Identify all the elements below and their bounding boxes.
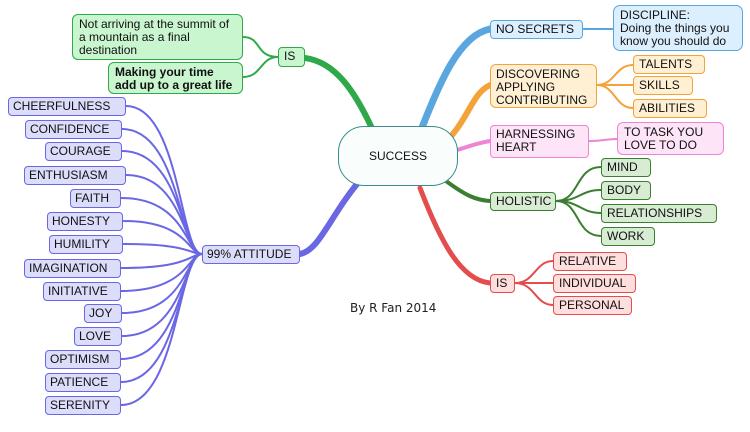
node-initiative[interactable]: INITIATIVE xyxy=(43,282,121,301)
node-faith[interactable]: FAITH xyxy=(70,189,121,208)
node-relative[interactable]: RELATIVE xyxy=(553,252,627,271)
node-body[interactable]: BODY xyxy=(601,181,651,200)
node-discipline[interactable]: DISCIPLINE: Doing the things you know yo… xyxy=(613,5,743,51)
node-imagination[interactable]: IMAGINATION xyxy=(24,259,121,278)
node-to-task-you-love-to-do[interactable]: TO TASK YOU LOVE TO DO xyxy=(617,122,724,155)
central-topic-success[interactable]: SUCCESS xyxy=(338,126,458,186)
node-enthusiasm[interactable]: ENTHUSIASM xyxy=(24,166,126,185)
branch-99-attitude[interactable]: 99% ATTITUDE xyxy=(202,245,300,264)
branch-no-secrets[interactable]: NO SECRETS xyxy=(490,20,583,39)
branch-holistic[interactable]: HOLISTIC xyxy=(490,192,556,211)
node-personal[interactable]: PERSONAL xyxy=(553,296,632,315)
node-individual[interactable]: INDIVIDUAL xyxy=(553,274,636,293)
node-mind[interactable]: MIND xyxy=(601,158,651,177)
node-work[interactable]: WORK xyxy=(601,227,655,246)
branch-discovering-applying-contributing[interactable]: DISCOVERING APPLYING CONTRIBUTING xyxy=(490,64,597,108)
node-skills[interactable]: SKILLS xyxy=(633,76,693,95)
node-not-arriving-at-summit[interactable]: Not arriving at the summit of a mountain… xyxy=(72,14,243,60)
branch-is-right[interactable]: IS xyxy=(490,274,515,293)
node-cheerfulness[interactable]: CHEERFULNESS xyxy=(8,97,126,116)
node-humility[interactable]: HUMILITY xyxy=(49,235,123,254)
author-credit: By R Fan 2014 xyxy=(350,301,437,315)
node-confidence[interactable]: CONFIDENCE xyxy=(25,120,122,139)
branch-harnessing-heart[interactable]: HARNESSING HEART xyxy=(490,125,589,158)
branch-is-left[interactable]: IS xyxy=(278,47,305,67)
node-abilities[interactable]: ABILITIES xyxy=(633,99,707,118)
node-making-your-time[interactable]: Making your time add up to a great life xyxy=(108,62,243,94)
node-love[interactable]: LOVE xyxy=(74,327,122,346)
node-talents[interactable]: TALENTS xyxy=(633,55,705,74)
node-relationships[interactable]: RELATIONSHIPS xyxy=(601,204,717,223)
node-optimism[interactable]: OPTIMISM xyxy=(45,350,121,369)
node-patience[interactable]: PATIENCE xyxy=(45,373,121,392)
node-courage[interactable]: COURAGE xyxy=(45,142,122,161)
node-honesty[interactable]: HONESTY xyxy=(47,212,123,231)
node-joy[interactable]: JOY xyxy=(84,304,122,323)
node-serenity[interactable]: SERENITY xyxy=(45,396,121,415)
